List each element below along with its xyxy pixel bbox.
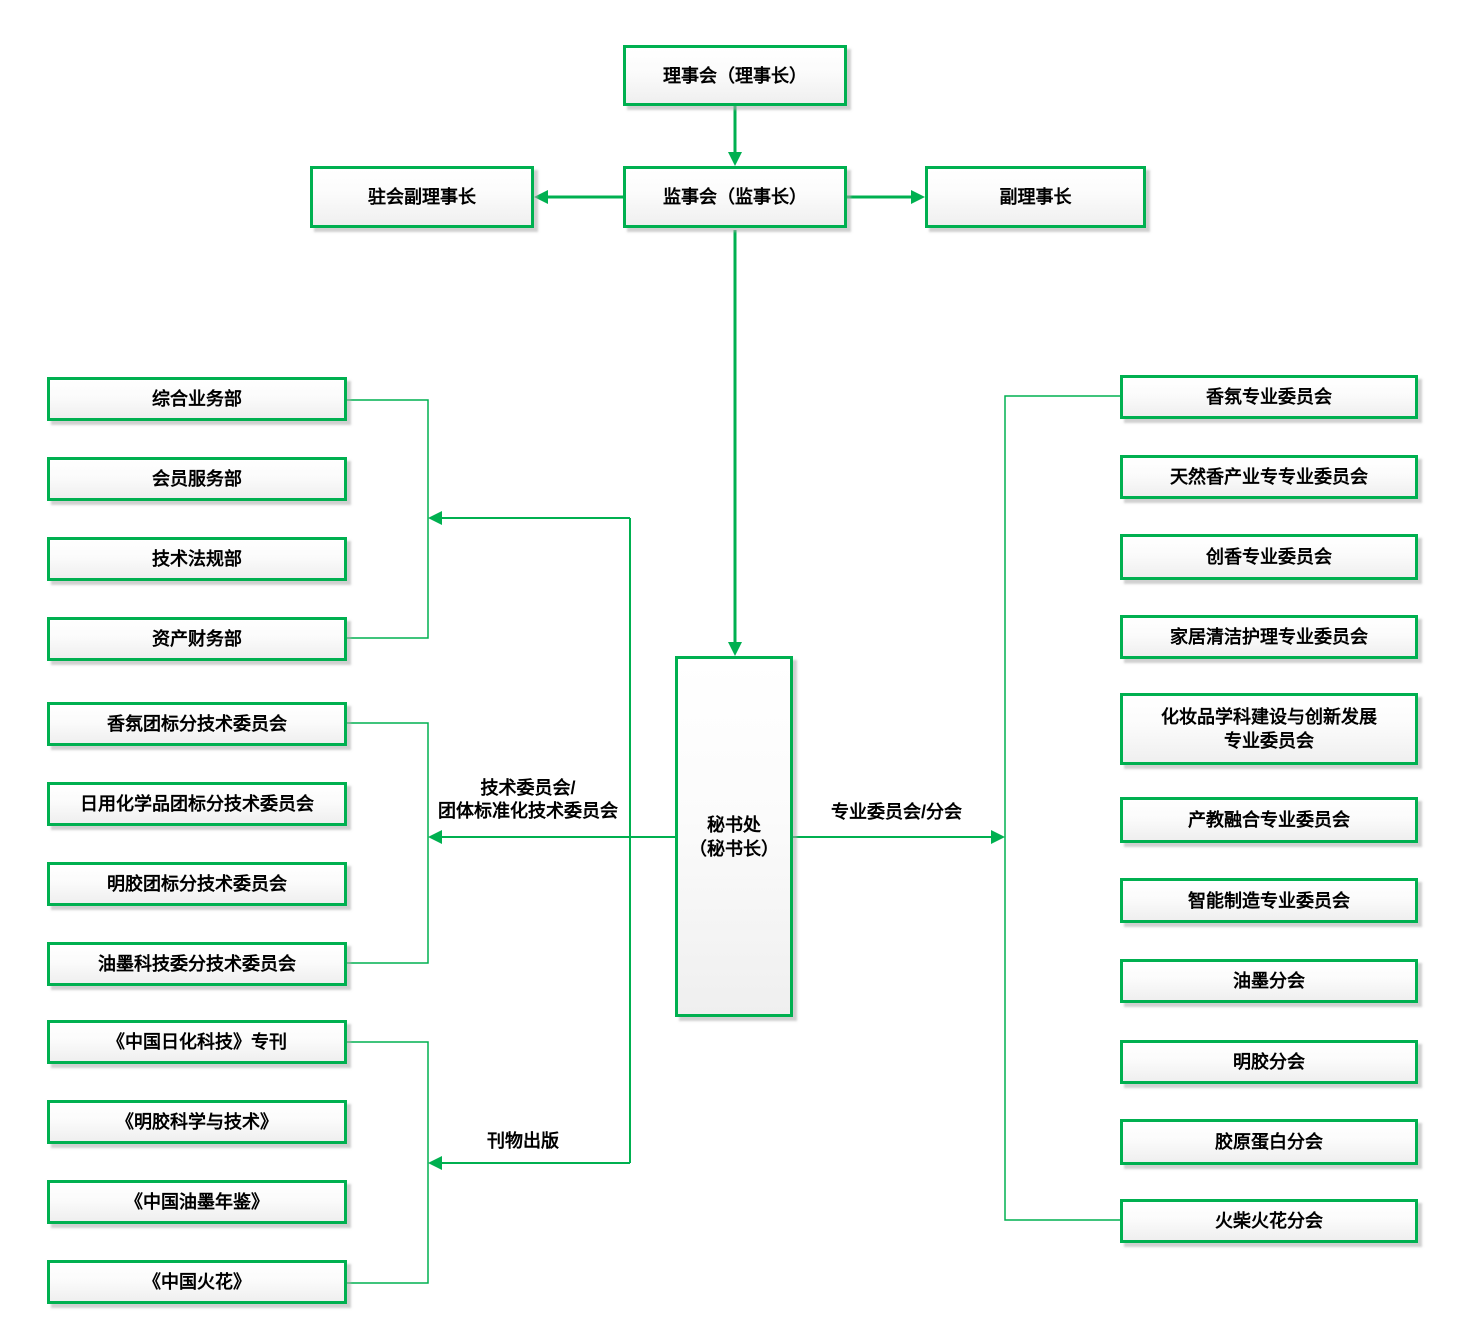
arrowhead-right-vice — [911, 190, 925, 204]
arrowhead-down-secretariat — [728, 642, 742, 656]
arrowhead-left-publications — [428, 1156, 442, 1170]
label-tech-committees: 技术委员会/ 团体标准化技术委员会 — [438, 778, 618, 821]
node-right-committee-3: 创香专业委员会 — [1120, 534, 1418, 580]
node-left-std-2: 日用化学品团标分技术委员会 — [47, 782, 347, 826]
label-professional-committees: 专业委员会/分会 — [831, 802, 963, 822]
node-right-committee-6: 产教融合专业委员会 — [1120, 797, 1418, 843]
bracket-publications — [347, 1041, 429, 1284]
node-secretariat: 秘书处 （秘书长） — [675, 656, 793, 1017]
node-right-committee-9: 明胶分会 — [1120, 1040, 1418, 1084]
arrowhead-left-resident-vice — [534, 190, 548, 204]
node-left-dept-2: 会员服务部 — [47, 457, 347, 501]
node-board: 理事会（理事长） — [623, 45, 847, 106]
arrowhead-right-professional — [991, 830, 1005, 844]
node-vice-chairman: 副理事长 — [925, 166, 1146, 228]
label-publications: 刊物出版 — [487, 1131, 559, 1151]
node-right-committee-7: 智能制造专业委员会 — [1120, 878, 1418, 923]
node-left-pub-1: 《中国日化科技》专刊 — [47, 1020, 347, 1064]
node-right-committee-2: 天然香产业专专业委员会 — [1120, 455, 1418, 499]
node-left-dept-1: 综合业务部 — [47, 377, 347, 421]
node-left-std-3: 明胶团标分技术委员会 — [47, 862, 347, 906]
arrowhead-left-standard-committees — [428, 830, 442, 844]
node-supervisory-board: 监事会（监事长） — [623, 166, 847, 228]
node-right-committee-1: 香氛专业委员会 — [1120, 375, 1418, 419]
node-left-pub-4: 《中国火花》 — [47, 1260, 347, 1304]
arrowhead-left-departments — [428, 511, 442, 525]
node-right-committee-10: 胶原蛋白分会 — [1120, 1119, 1418, 1165]
node-right-committee-5: 化妆品学科建设与创新发展 专业委员会 — [1120, 693, 1418, 765]
node-left-pub-3: 《中国油墨年鉴》 — [47, 1180, 347, 1224]
bracket-right-committees — [1004, 395, 1120, 1221]
node-left-dept-4: 资产财务部 — [47, 617, 347, 661]
node-left-std-1: 香氛团标分技术委员会 — [47, 702, 347, 746]
node-left-std-4: 油墨科技委分技术委员会 — [47, 942, 347, 986]
node-right-committee-4: 家居清洁护理专业委员会 — [1120, 615, 1418, 659]
node-right-committee-11: 火柴火花分会 — [1120, 1199, 1418, 1243]
bracket-standard-committees — [347, 722, 429, 964]
node-resident-vice-chairman: 驻会副理事长 — [310, 166, 534, 228]
bracket-departments — [347, 399, 429, 639]
node-right-committee-8: 油墨分会 — [1120, 959, 1418, 1003]
arrowhead-down-supervisory — [728, 152, 742, 166]
node-left-pub-2: 《明胶科学与技术》 — [47, 1100, 347, 1144]
node-left-dept-3: 技术法规部 — [47, 537, 347, 581]
